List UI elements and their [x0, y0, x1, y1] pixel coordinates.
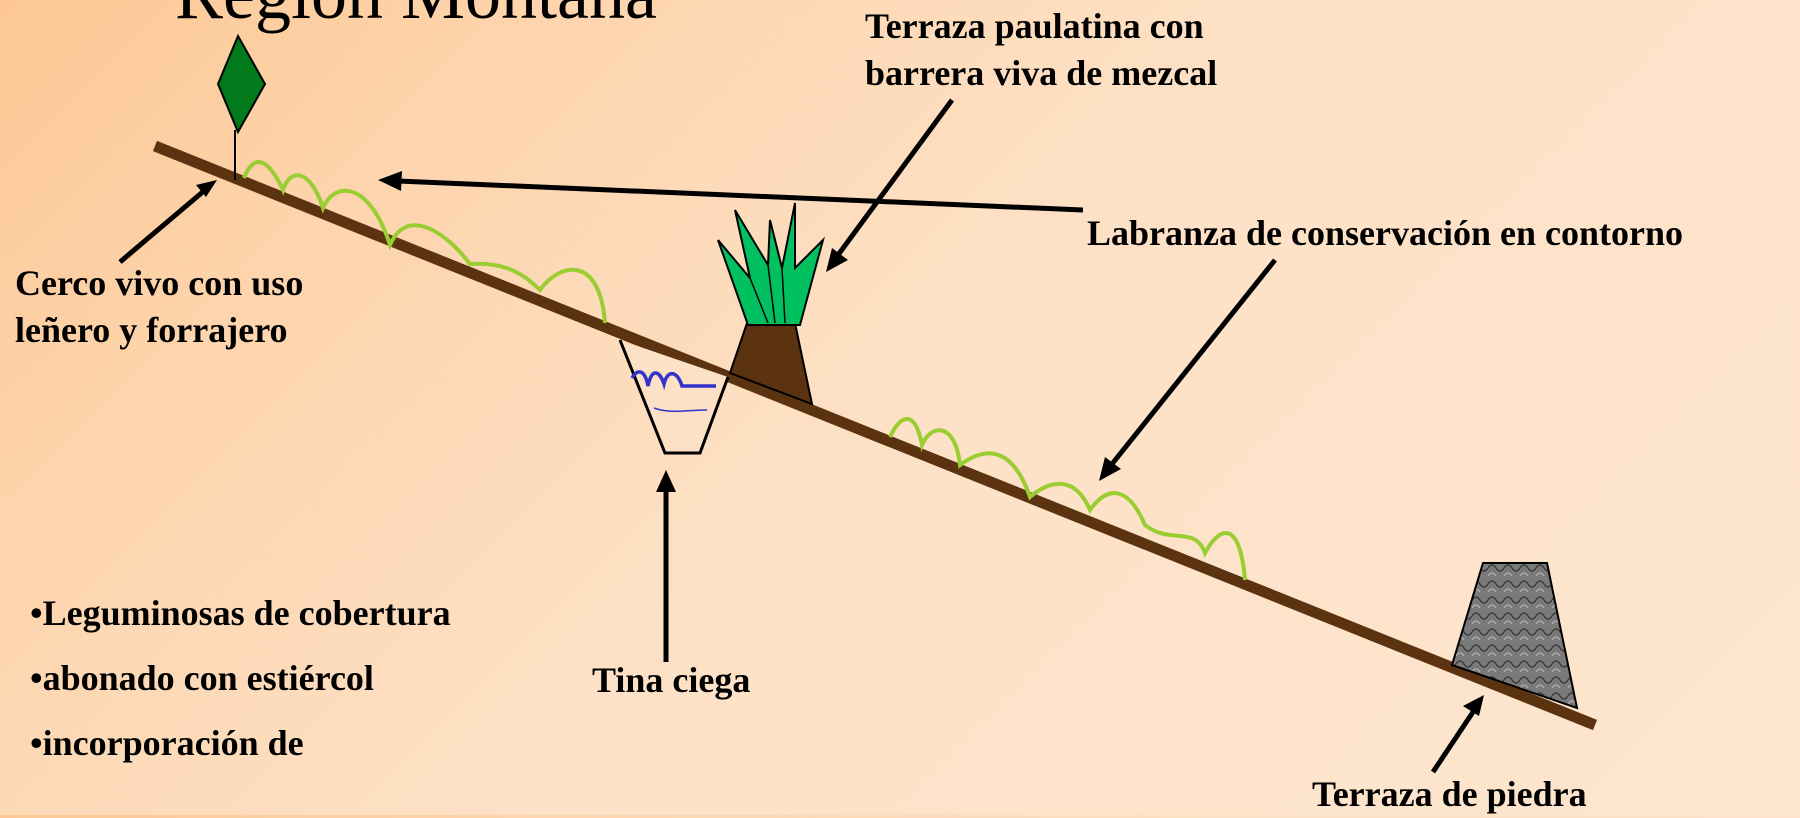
- water-scribble: [630, 370, 716, 391]
- bullet-item: •abonado con estiércol: [30, 657, 374, 698]
- contour-tillage-wave-lower: [888, 417, 1247, 581]
- label-terraza-paulatina-line2: barrera viva de mezcal: [865, 52, 1218, 93]
- arrow-terraza-paulatina: [826, 98, 955, 272]
- arrow-labranza-lower: [1099, 258, 1277, 481]
- stone-terrace: [1450, 562, 1579, 710]
- label-terraza-paulatina-line1: Terraza paulatina con: [865, 6, 1204, 46]
- label-terraza-piedra: Terraza de piedra: [1312, 774, 1587, 814]
- mezcal-leaf-lines: [749, 264, 786, 324]
- arrow-terraza-piedra: [1430, 695, 1484, 774]
- mezcal-plant-icon: [717, 202, 825, 326]
- label-labranza: Labranza de conservación en contorno: [1087, 213, 1683, 253]
- page-title: Región Montaña: [175, 0, 657, 30]
- arrow-tina: [656, 470, 676, 662]
- bullet-item: •Leguminosas de cobertura: [30, 593, 451, 633]
- slope-line: [152, 140, 1598, 731]
- label-cerco: Cerco vivo con uso leñero y forrajero: [15, 260, 303, 354]
- bullet-list: •Leguminosas de cobertura •abonado con e…: [30, 590, 470, 784]
- contour-tillage-wave-upper: [242, 160, 607, 324]
- blind-trench: [618, 339, 730, 455]
- arrow-cerco: [118, 180, 217, 264]
- arrow-labranza-upper: [378, 171, 1084, 213]
- water-line: [653, 407, 708, 413]
- label-tina-ciega: Tina ciega: [592, 660, 751, 700]
- tree-icon: [216, 33, 267, 135]
- label-cerco-line2: leñero y forrajero: [15, 309, 288, 350]
- label-cerco-line1: Cerco vivo con uso: [15, 263, 304, 303]
- bullet-item: •incorporación de: [30, 722, 304, 763]
- label-terraza-paulatina: Terraza paulatina con barrera viva de me…: [865, 3, 1217, 97]
